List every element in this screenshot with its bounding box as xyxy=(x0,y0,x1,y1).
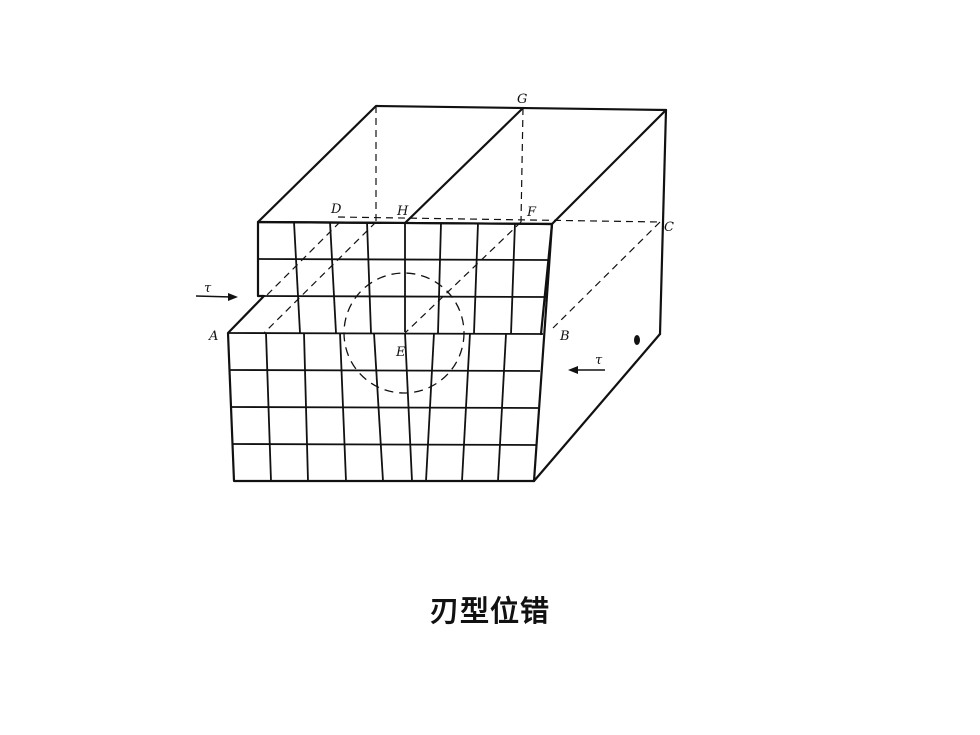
dislocation-core-circle xyxy=(343,272,465,394)
label-D: D xyxy=(330,202,342,217)
arrowhead-right-icon xyxy=(228,293,238,301)
arrow-right-icon xyxy=(195,295,233,298)
shear-stress-right: τ xyxy=(568,353,605,374)
label-H: H xyxy=(396,204,409,219)
arrowhead-left-icon xyxy=(568,366,578,374)
hidden-edges xyxy=(263,106,661,334)
caption: 刃型位错 xyxy=(429,594,550,628)
label-E: E xyxy=(395,345,406,360)
label-B: B xyxy=(559,329,570,344)
label-C: C xyxy=(664,220,674,235)
front-lattice-grid xyxy=(226,220,554,483)
shear-stress-left: τ xyxy=(195,281,238,301)
top-face xyxy=(256,104,668,226)
label-F: F xyxy=(526,205,537,220)
ink-speck xyxy=(634,335,640,345)
tau-left-label: τ xyxy=(204,281,212,296)
label-A: A xyxy=(208,329,218,344)
tau-right-label: τ xyxy=(595,353,603,368)
label-G: G xyxy=(517,92,527,107)
extra-half-plane xyxy=(403,106,525,332)
point-labels: G D H F C A E B xyxy=(208,92,674,360)
right-face xyxy=(532,108,668,483)
